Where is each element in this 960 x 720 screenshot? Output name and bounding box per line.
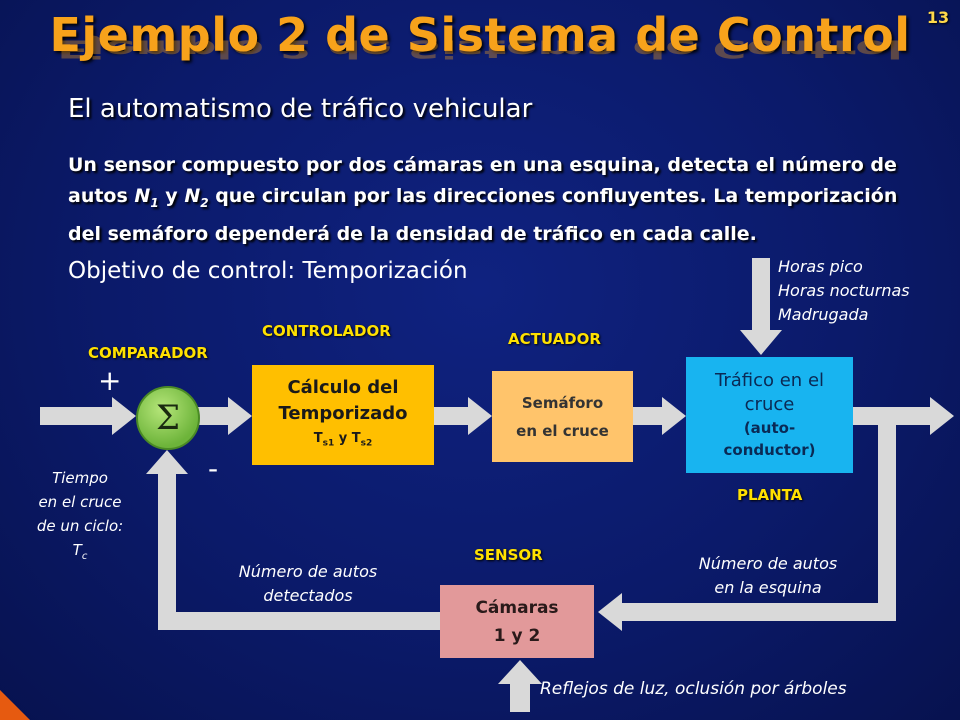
minus-sign: - — [208, 452, 219, 485]
reference-line1: Tiempo — [52, 469, 108, 487]
description-part1: Un sensor compuesto por dos cámaras en u… — [68, 154, 897, 207]
sensor-label: SENSOR — [474, 546, 543, 564]
objective-text: Objetivo de control: Temporización — [68, 258, 468, 284]
controller-line2: Temporizado — [278, 402, 408, 424]
ts-and: y — [334, 430, 352, 446]
controller-actuator-arrow — [434, 397, 492, 435]
plant-disturbance-arrow — [740, 258, 782, 355]
output-label-text: Número de autos en la esquina — [668, 552, 868, 600]
actuator-line2: en el cruce — [516, 421, 609, 440]
n1-subscript: 1 — [150, 195, 159, 210]
disturbance-line2: Horas nocturnas — [778, 281, 910, 300]
disturbance-line3: Madrugada — [778, 305, 869, 324]
n-symbol-2: N — [184, 185, 201, 207]
reference-line4: Tc — [22, 538, 138, 569]
ts1-subscript: s1 — [322, 438, 335, 449]
actuator-line1: Semáforo — [521, 393, 604, 412]
sensor-disturbance-arrow — [498, 660, 542, 712]
slide-subtitle: El automatismo de tráfico vehicular — [68, 94, 533, 124]
plant-line1: Tráfico en el — [714, 370, 825, 391]
feedback-line2: detectados — [263, 586, 353, 605]
slide-number: 13 — [926, 8, 950, 27]
sigma-symbol: Σ — [155, 398, 181, 438]
sensor-block: Cámaras 1 y 2 — [440, 585, 594, 658]
sensor-line2: 1 y 2 — [493, 625, 541, 646]
plant-line2: cruce — [744, 394, 795, 415]
sensor-disturbance-text: Reflejos de luz, oclusión por árboles — [540, 679, 847, 699]
description-text: Un sensor compuesto por dos cámaras en u… — [68, 150, 916, 250]
plant-line3: (auto- — [743, 419, 796, 437]
n-symbol: N — [134, 185, 151, 207]
controller-line1: Cálculo del — [287, 376, 399, 398]
corner-decoration — [0, 690, 30, 720]
actuator-label: ACTUADOR — [508, 330, 601, 348]
comparator-label: COMPARADOR — [88, 344, 208, 362]
ts-symbol: T — [313, 430, 323, 446]
output-arrow — [853, 397, 954, 435]
description-part2: que circulan por las direcciones confluy… — [68, 185, 898, 245]
comparator-controller-arrow — [196, 397, 252, 435]
sensor-line1: Cámaras — [475, 597, 559, 618]
feedback-label-text: Número de autos detectados — [208, 560, 408, 608]
disturbance-line1: Horas pico — [778, 257, 863, 276]
ts-symbol-2: T — [351, 430, 361, 446]
tc-subscript: c — [81, 551, 88, 562]
reference-line2: en el cruce — [38, 493, 122, 511]
feedback-line1: Número de autos — [238, 562, 378, 581]
actuator-plant-arrow — [633, 397, 686, 435]
actuator-block: Semáforo en el cruce — [492, 371, 633, 462]
plant-disturbance-text: Horas pico Horas nocturnas Madrugada — [778, 255, 910, 327]
description-and: y — [158, 185, 185, 207]
controller-label: CONTROLADOR — [262, 322, 391, 340]
plus-sign: + — [98, 364, 122, 397]
plant-label: PLANTA — [737, 486, 803, 504]
output-line2: en la esquina — [714, 578, 822, 597]
ts2-subscript: s2 — [360, 438, 373, 449]
feedback-vertical-right — [878, 416, 896, 620]
tc-symbol: T — [72, 541, 82, 559]
reference-input-text: Tiempo en el cruce de un ciclo: Tc — [22, 466, 138, 569]
controller-line3: Ts1 y Ts2 — [314, 427, 373, 456]
n2-subscript: 2 — [200, 195, 209, 210]
feedback-up-arrow — [146, 450, 188, 630]
feedback-to-sensor-arrow — [598, 593, 896, 631]
reference-line3: de un ciclo: — [36, 517, 124, 535]
slide-title: Ejemplo 2 de Sistema de Control — [49, 8, 911, 62]
input-arrow — [40, 397, 136, 435]
output-line1: Número de autos — [698, 554, 838, 573]
controller-block: Cálculo del Temporizado Ts1 y Ts2 — [252, 365, 434, 465]
sensor-feedback-horizontal — [158, 612, 440, 630]
comparator-sigma: Σ — [136, 386, 200, 450]
plant-line4: conductor) — [723, 441, 816, 459]
plant-block: Tráfico en el cruce (auto- conductor) — [686, 357, 853, 473]
